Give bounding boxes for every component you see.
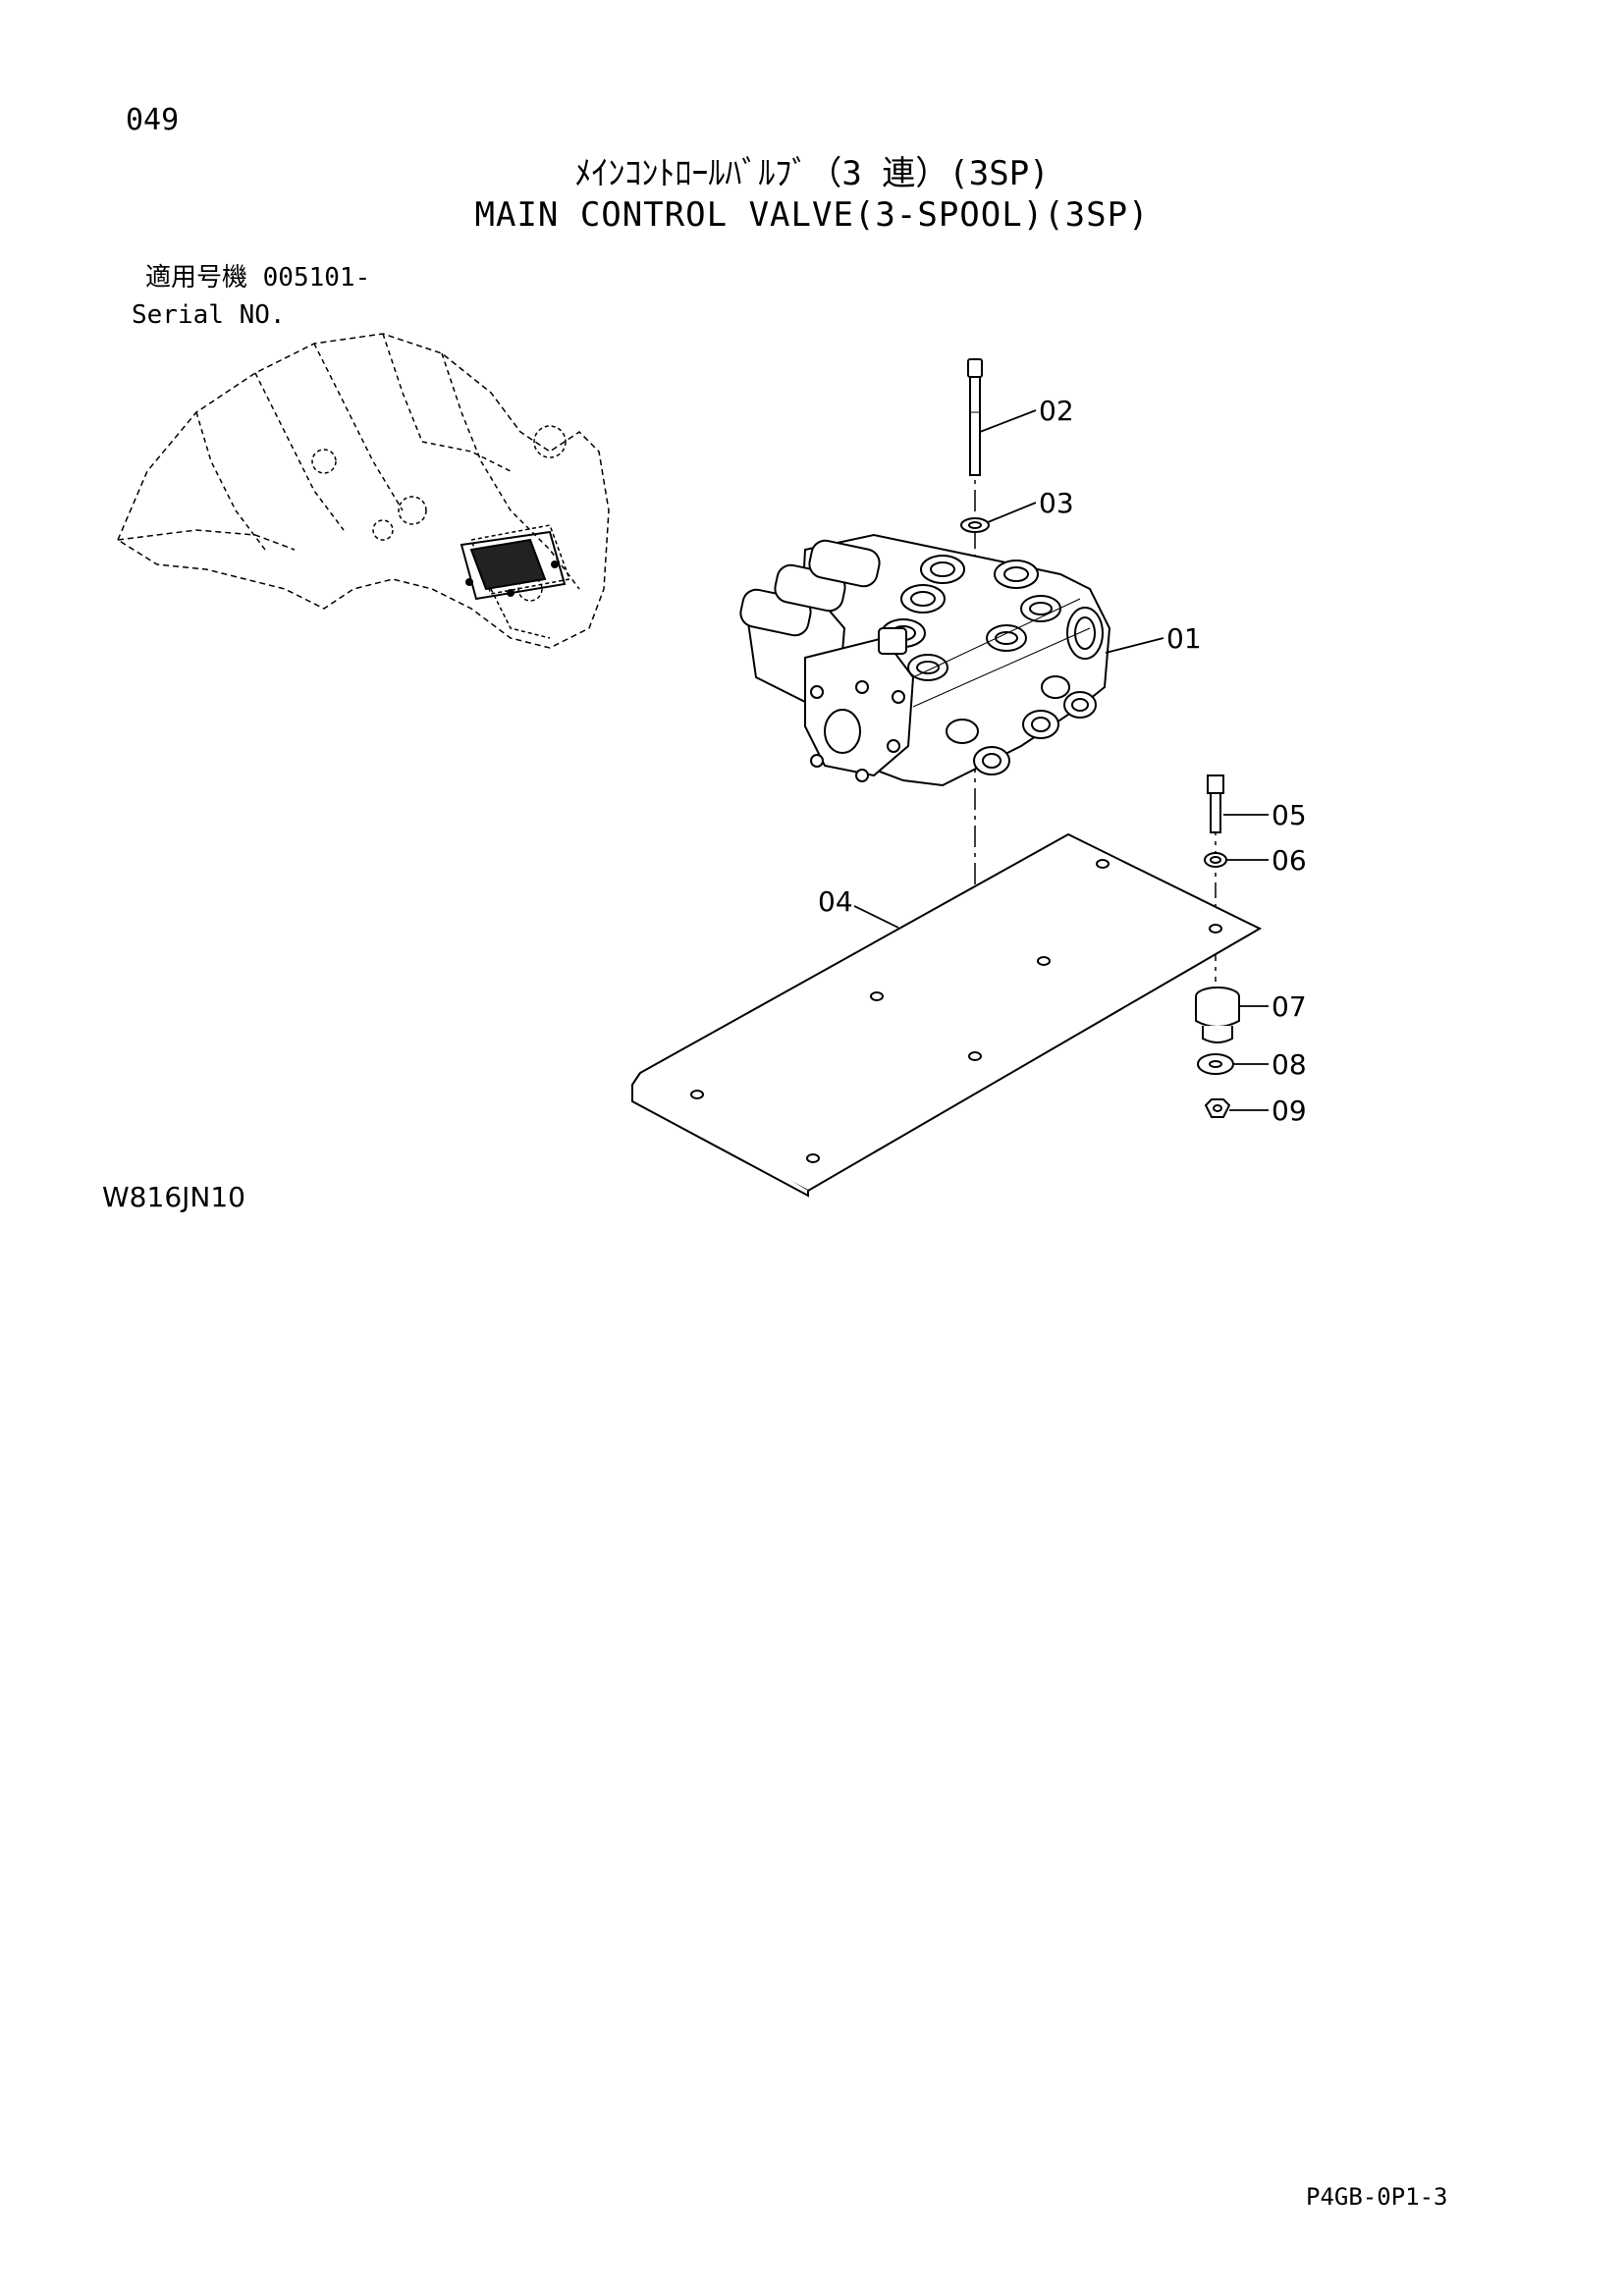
- bolt-05: [1207, 774, 1224, 833]
- bolt-02: [967, 358, 983, 476]
- callout-01: 01: [1166, 622, 1202, 655]
- machine-overview-illustration: [117, 333, 610, 649]
- callout-07: 07: [1272, 990, 1307, 1023]
- valve-location-highlight: [460, 530, 567, 601]
- rubber-mount-07: [1195, 987, 1240, 1043]
- mounting-plate-04: [630, 832, 1263, 1198]
- page-number: 049: [126, 103, 180, 137]
- washer-08: [1197, 1053, 1234, 1075]
- serial-label-japanese: 適用号機 005101-: [145, 263, 371, 293]
- main-control-valve-01: [739, 533, 1111, 787]
- leader-lines: [853, 409, 1269, 1111]
- callout-06: 06: [1272, 844, 1307, 877]
- callout-05: 05: [1272, 799, 1307, 831]
- callout-09: 09: [1272, 1095, 1307, 1127]
- washer-06: [1204, 852, 1227, 868]
- title-english: MAIN CONTROL VALVE(3-SPOOL)(3SP): [474, 195, 1150, 235]
- figure-code: W816JN10: [102, 1181, 245, 1213]
- nut-09: [1204, 1098, 1231, 1118]
- title-japanese: ﾒｲﾝｺﾝﾄﾛｰﾙﾊﾞﾙﾌﾞ（3 連）(3SP): [574, 154, 1050, 193]
- washer-03: [960, 517, 990, 533]
- callout-02: 02: [1039, 395, 1074, 427]
- callout-03: 03: [1039, 487, 1074, 519]
- page-code: P4GB-0P1-3: [1306, 2183, 1448, 2211]
- serial-label-english: Serial NO.: [132, 300, 286, 330]
- callout-08: 08: [1272, 1048, 1307, 1081]
- callout-labels: 02 03 01 04 05 06 07 08 09: [818, 395, 1307, 1127]
- callout-04: 04: [818, 885, 853, 918]
